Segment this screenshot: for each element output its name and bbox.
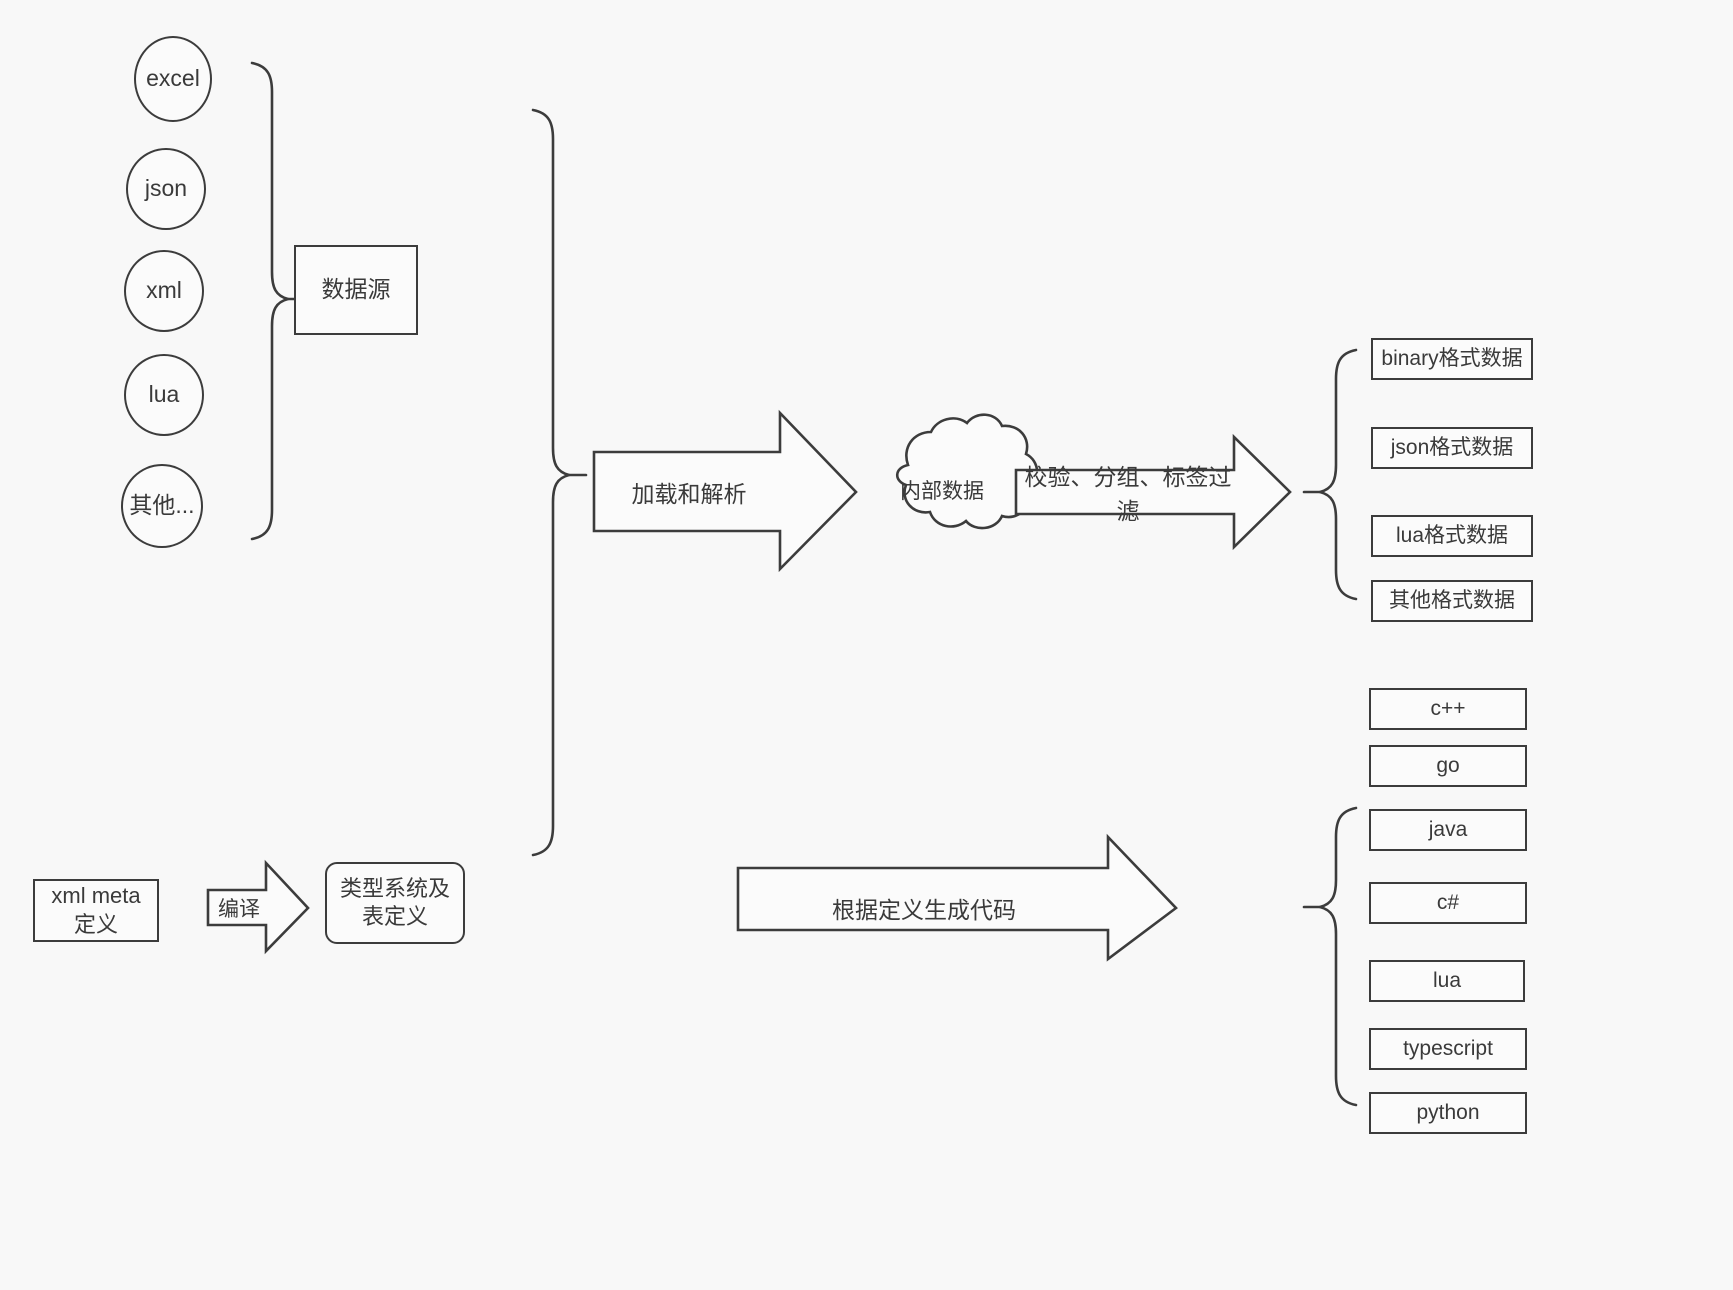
output-box-other[interactable]: 其他格式数据 (1371, 580, 1533, 622)
language-box-cpp[interactable]: c++ (1369, 688, 1527, 730)
language-box-python[interactable]: python (1369, 1092, 1527, 1134)
language-box-lua[interactable]: lua (1369, 960, 1525, 1002)
source-node-json[interactable]: json (126, 148, 206, 230)
language-box-label: java (1428, 817, 1468, 841)
data-source-group-label: 数据源 (321, 276, 391, 303)
output-box-binary[interactable]: binary格式数据 (1371, 338, 1533, 380)
language-box-label: python (1416, 1100, 1480, 1124)
source-node-xml[interactable]: xml (124, 250, 204, 332)
output-box-lua[interactable]: lua格式数据 (1371, 515, 1533, 557)
language-box-go[interactable]: go (1369, 745, 1527, 787)
source-node-label: excel (146, 65, 200, 92)
language-box-label: c++ (1430, 696, 1466, 720)
language-box-label: c# (1436, 890, 1460, 914)
arrow-compile-shape (206, 859, 310, 955)
brace-sources (250, 61, 290, 541)
language-box-label: typescript (1403, 1036, 1493, 1060)
source-node-label: json (144, 175, 188, 202)
language-box-label: go (1436, 753, 1460, 777)
cloud-internal-data-label: 内部数据 (900, 480, 984, 503)
arrow-load-parse-shape (592, 409, 858, 573)
cloud-internal-data-label-wrap: 内部数据 (888, 468, 996, 512)
source-node-label: lua (148, 381, 180, 408)
source-node-excel[interactable]: excel (134, 36, 212, 122)
language-box-csharp[interactable]: c# (1369, 882, 1527, 924)
output-box-label: json格式数据 (1390, 435, 1514, 459)
output-box-label: binary格式数据 (1381, 346, 1523, 370)
source-node-other[interactable]: 其他... (121, 464, 203, 548)
brace-inputs (531, 108, 571, 857)
type-system-label: 类型系统及表定义 (339, 875, 450, 929)
language-box-java[interactable]: java (1369, 809, 1527, 851)
brace-languages (1318, 806, 1358, 1107)
language-box-typescript[interactable]: typescript (1369, 1028, 1527, 1070)
output-box-json[interactable]: json格式数据 (1371, 427, 1533, 469)
type-system-box[interactable]: 类型系统及表定义 (325, 862, 465, 944)
source-node-label: xml (146, 277, 182, 304)
source-node-label: 其他... (129, 492, 195, 519)
source-node-lua[interactable]: lua (124, 354, 204, 436)
arrow-codegen-shape (736, 833, 1178, 962)
xml-meta-definition-box[interactable]: xml meta定义 (33, 879, 159, 942)
data-source-group-box[interactable]: 数据源 (294, 245, 418, 335)
output-box-label: 其他格式数据 (1389, 588, 1515, 612)
brace-data-formats (1318, 348, 1358, 601)
output-box-label: lua格式数据 (1395, 523, 1509, 547)
arrow-validate-group-filter-shape (1014, 433, 1292, 551)
xml-meta-definition-label: xml meta定义 (51, 883, 141, 937)
language-box-label: lua (1432, 968, 1462, 992)
